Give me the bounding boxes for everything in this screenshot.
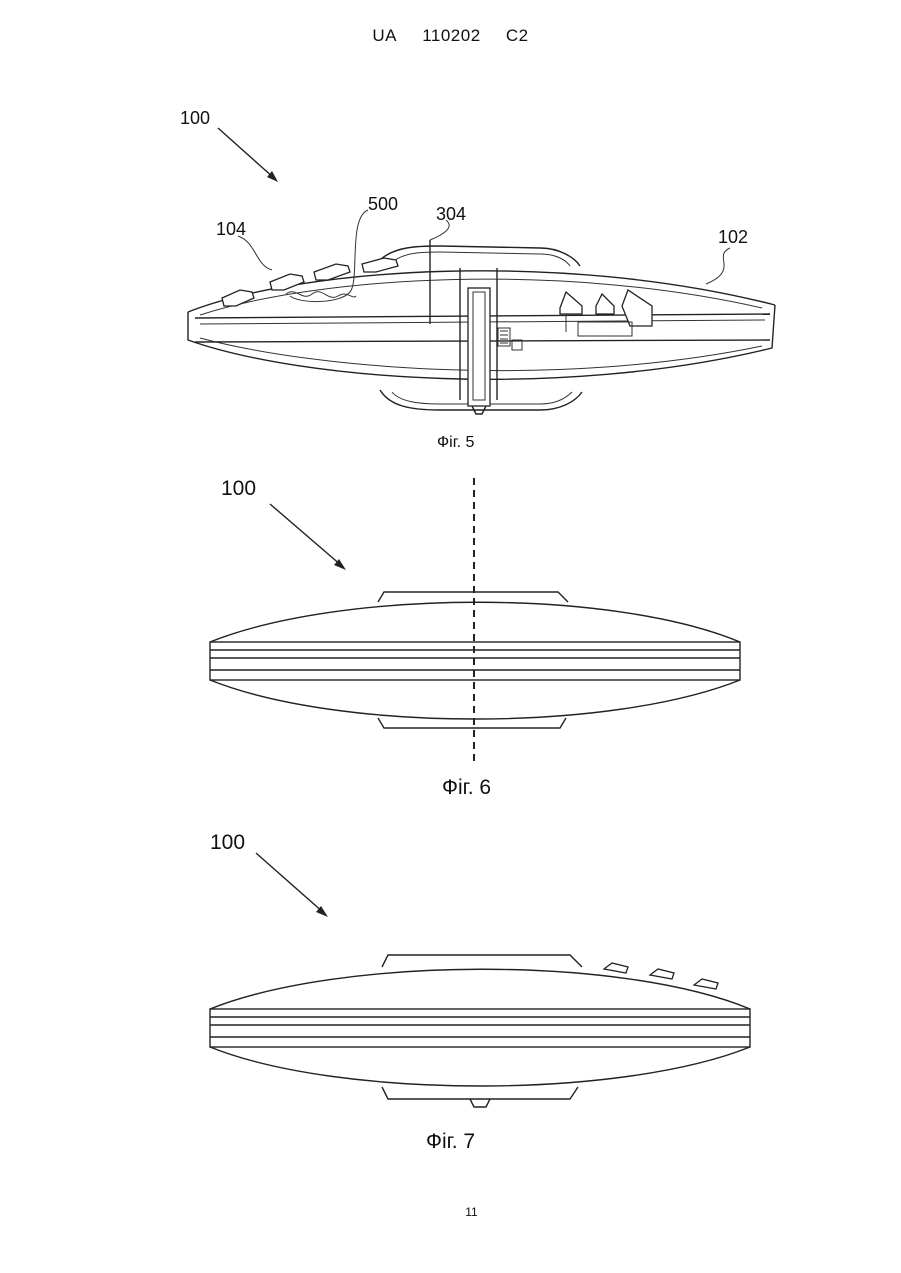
label-500: 500 (368, 195, 398, 213)
label-100-fig5: 100 (180, 109, 210, 127)
label-102: 102 (718, 228, 748, 246)
right-components-fig5 (560, 290, 652, 336)
header-kind: C2 (506, 26, 529, 45)
leader-500 (290, 210, 368, 302)
label-100-fig6: 100 (221, 478, 256, 499)
header-country: UA (372, 26, 397, 45)
header-number: 110202 (422, 26, 480, 45)
figure-6-drawing (0, 470, 901, 810)
patent-header: UA 110202 C2 (0, 26, 901, 46)
figure-7: 100 Фіг. 7 (0, 825, 901, 1165)
label-304: 304 (436, 205, 466, 223)
caption-fig6: Фіг. 6 (442, 776, 491, 800)
figure-5-drawing (0, 100, 901, 460)
caption-fig7: Фіг. 7 (426, 1130, 475, 1154)
arrow-100-fig6 (270, 504, 346, 570)
figure-5: 100 104 500 304 102 Фіг. 5 (0, 100, 901, 460)
caption-fig5: Фіг. 5 (437, 434, 474, 452)
leader-104 (238, 236, 272, 270)
part-500 (286, 292, 356, 298)
page-number: 11 (0, 1205, 901, 1219)
leader-102 (706, 248, 730, 284)
arrow-100-fig5 (218, 128, 278, 182)
figure-7-drawing (0, 825, 901, 1165)
label-104: 104 (216, 220, 246, 238)
arrow-100-fig7 (256, 853, 328, 917)
figure-6: 100 Фіг. 6 (0, 470, 901, 810)
top-dome-fig5 (380, 246, 580, 266)
device-body-fig7 (210, 955, 750, 1107)
label-100-fig7: 100 (210, 832, 245, 853)
